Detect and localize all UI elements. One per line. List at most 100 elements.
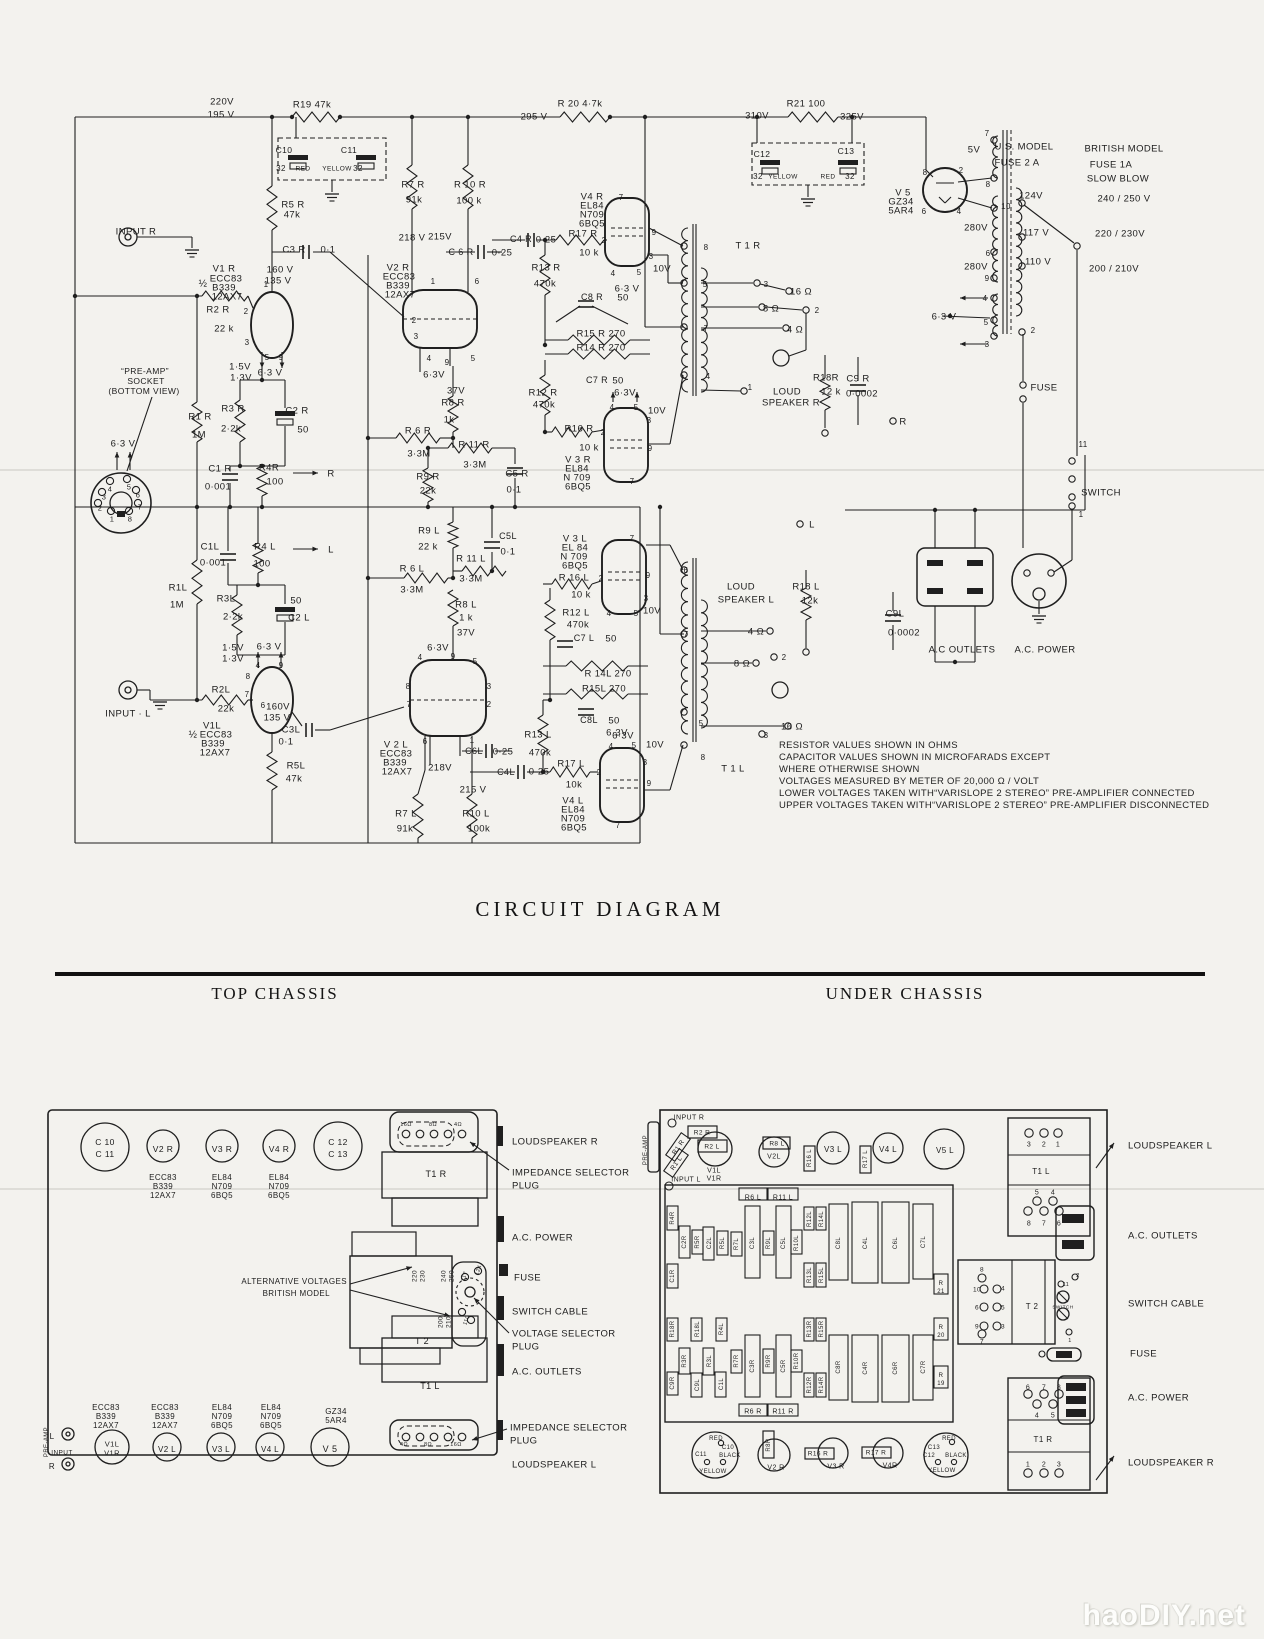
- filled-slot: [967, 560, 983, 566]
- diagram-label: C6L: [465, 746, 483, 756]
- junction-dot: [259, 504, 265, 510]
- filled-slot: [497, 1344, 504, 1376]
- resistor-symbol: [191, 401, 203, 443]
- diagram-label: 9: [648, 444, 653, 453]
- circle-outline: [313, 1121, 363, 1171]
- diagram-label: 2: [98, 504, 103, 513]
- diagram-label: R16 L: [807, 1149, 813, 1167]
- resistor-symbol: [191, 559, 203, 605]
- electrolytic-symbol: [838, 160, 858, 165]
- diagram-label: 4: [611, 269, 616, 278]
- diagram-label: R1L: [169, 582, 188, 593]
- diagram-label: V3 L: [212, 1445, 230, 1454]
- diagram-label: V2 R: [767, 1464, 784, 1471]
- diagram-label: 5: [699, 719, 704, 728]
- terminal: [1024, 1128, 1034, 1138]
- diagram-label: IMPEDANCE SELECTOR: [510, 1422, 627, 1433]
- resistor-symbol: [567, 334, 631, 346]
- diagram-label: 5: [1051, 1412, 1055, 1419]
- resistor-symbol: [446, 395, 460, 433]
- diagram-label: 0·1: [507, 484, 522, 495]
- diagram-label: R21 100: [787, 98, 826, 109]
- diagram-label: R12 L: [562, 607, 589, 618]
- diagram-label: 4 Ω: [787, 324, 803, 335]
- diagram-label: 325V: [840, 111, 864, 122]
- diagram-label: LOUDSPEAKER R: [512, 1136, 598, 1147]
- diagram-label: R5 R: [281, 199, 304, 210]
- arrow-head: [278, 652, 284, 658]
- terminal: [1048, 1196, 1058, 1206]
- box: [881, 1201, 910, 1284]
- circle-outline: [124, 233, 132, 241]
- box: [678, 1225, 691, 1259]
- wire: [957, 177, 993, 183]
- diagram-label: R 10 R: [454, 179, 486, 190]
- box: [767, 1403, 799, 1417]
- box: [1007, 1377, 1091, 1491]
- diagram-label: C3L: [750, 1237, 756, 1249]
- diagram-label: 12AX7: [385, 289, 416, 300]
- diagram-label: 4: [957, 207, 962, 216]
- diagram-label: 10 k: [579, 442, 599, 453]
- terminal: [934, 1458, 942, 1466]
- diagram-label: 8: [1057, 1384, 1061, 1391]
- diagram-label: 1: [1056, 1141, 1060, 1148]
- filled-slot: [497, 1216, 504, 1242]
- diagram-label: 3: [764, 280, 769, 289]
- terminal: [1068, 493, 1076, 501]
- diagram-label: R14 R 270: [576, 342, 625, 353]
- diagram-label: 2: [601, 428, 606, 437]
- diagram-label: V2 L: [158, 1445, 176, 1454]
- diagram-label: YELLOW: [768, 173, 798, 180]
- terminal: [1023, 1389, 1033, 1399]
- diagram-label: 22 k: [214, 323, 234, 334]
- terminal: [1032, 1399, 1042, 1409]
- diagram-label: R11 R: [772, 1408, 793, 1415]
- diagram-label: 3: [245, 338, 250, 347]
- junction-dot: [227, 504, 233, 510]
- diagram-label: 295 V: [521, 111, 548, 122]
- electrolytic-symbol: [356, 155, 376, 160]
- wire: [944, 196, 952, 204]
- circle-outline: [310, 1427, 350, 1467]
- diagram-label: 20: [937, 1333, 945, 1339]
- diagram-label: ECC83: [92, 1403, 120, 1412]
- diagram-label: 7: [630, 534, 635, 543]
- diagram-label: R8 L: [769, 1140, 784, 1147]
- diagram-label: C6R: [893, 1361, 899, 1374]
- box: [1055, 1205, 1095, 1261]
- junction-dot: [542, 342, 548, 348]
- junction-dot: [972, 507, 978, 513]
- diagram-label: 1M: [192, 429, 206, 440]
- diagram-label: V4R: [883, 1462, 898, 1469]
- diagram-label: 50: [605, 633, 616, 644]
- diagram-label: 3·3M: [459, 573, 482, 584]
- filled-slot: [967, 588, 983, 594]
- wire: [247, 295, 254, 309]
- arrow-head: [312, 470, 318, 476]
- terminal: [1048, 1399, 1058, 1409]
- wire: [291, 711, 303, 727]
- diagram-label: 5: [632, 741, 637, 750]
- terminal: [992, 1284, 1002, 1294]
- circle-outline: [65, 1431, 71, 1437]
- diagram-label: 12AX7: [200, 747, 231, 758]
- diagram-label: C9L: [886, 608, 905, 619]
- terminal: [443, 1432, 453, 1442]
- diagram-label: 4: [610, 403, 615, 412]
- diagram-label: R3 R: [221, 403, 244, 414]
- coil-symbol: [992, 293, 999, 337]
- resistor-symbol: [551, 578, 593, 590]
- terminal: [457, 1432, 467, 1442]
- diagram-label: R13 R: [532, 262, 561, 273]
- circle-outline: [1056, 1290, 1070, 1304]
- diagram-label: 0·25: [529, 766, 550, 777]
- diagram-label: C1 R: [208, 463, 231, 474]
- wire: [765, 306, 803, 311]
- wire: [329, 706, 405, 731]
- filled-slot: [497, 1420, 503, 1440]
- diagram-label: 5AR4: [325, 1416, 347, 1425]
- diagram-label: 10: [973, 1286, 981, 1293]
- terminal: [429, 1129, 439, 1139]
- diagram-label: 32: [845, 172, 855, 181]
